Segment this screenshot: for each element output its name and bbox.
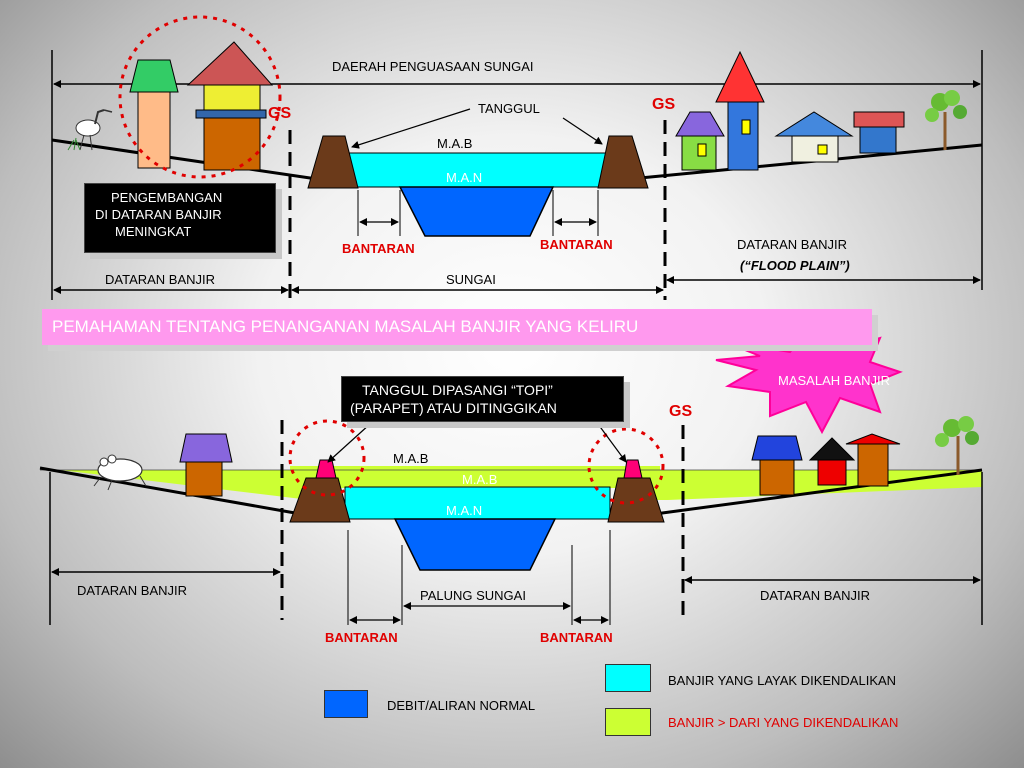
bottom-flood-over-mid — [290, 466, 660, 488]
tree-icon — [935, 416, 979, 475]
label-bantaran-bottom-right: BANTARAN — [540, 630, 613, 645]
label-bantaran-top-right: BANTARAN — [540, 237, 613, 252]
pengembangan-line2: DI DATARAN BANJIR — [95, 206, 222, 222]
masalah-banjir-starburst — [715, 323, 903, 435]
house-bottom-blue — [751, 435, 803, 496]
house-red-block — [853, 111, 905, 154]
label-masalah-banjir: MASALAH BANJIR — [778, 373, 890, 388]
top-levee-left — [307, 135, 359, 189]
parapet-right — [623, 459, 643, 479]
house-bottom-black — [808, 437, 856, 486]
top-water-normal — [398, 186, 555, 237]
pengembangan-box: PENGEMBANGAN DI DATARAN BANJIR MENINGKAT — [84, 183, 276, 253]
house-green-roof — [129, 59, 179, 169]
label-bantaran-top-left: BANTARAN — [342, 241, 415, 256]
house-tower — [715, 50, 765, 171]
tanggul-pointer-left — [351, 108, 471, 149]
label-man-bottom: M.A.N — [446, 503, 483, 518]
house-bottom-red — [845, 433, 901, 487]
label-gs-right: GS — [652, 96, 676, 113]
label-dataran-banjir-top-left: DATARAN BANJIR — [105, 272, 216, 287]
label-man-top: M.A.N — [446, 170, 483, 185]
label-gs-left: GS — [268, 105, 292, 122]
label-dataran-banjir-bottom-left: DATARAN BANJIR — [77, 583, 188, 598]
parapet-highlight-left — [288, 419, 366, 497]
house-bottom-left — [179, 433, 233, 497]
legend-swatch-lime — [605, 708, 651, 736]
pengembangan-line1: PENGEMBANGAN — [111, 190, 223, 205]
legend-swatch-cyan — [605, 664, 651, 692]
legend-label-lime: BANJIR > DARI YANG DIKENDALIKAN — [668, 715, 899, 730]
label-bantaran-bottom-left: BANTARAN — [325, 630, 398, 645]
heron-icon — [67, 109, 113, 151]
label-gs-bottom: GS — [669, 403, 693, 420]
label-dataran-banjir-right-1: DATARAN BANJIR — [737, 237, 848, 252]
house-blue-roof — [774, 111, 854, 163]
label-mab-top: M.A.B — [437, 136, 473, 151]
tanggul-pointer-right — [562, 117, 603, 145]
label-daerah-penguasaan-sungai: DAERAH PENGUASAAN SUNGAI — [332, 59, 534, 74]
label-flood-plain: (“FLOOD PLAIN”) — [740, 258, 850, 273]
house-purple-roof — [675, 111, 725, 171]
callout-pointer-right — [597, 423, 627, 463]
callout-line1: TANGGUL DIPASANGI “TOPI” — [362, 382, 553, 398]
label-palung-sungai: PALUNG SUNGAI — [420, 588, 526, 603]
label-mab-bottom-outer: M.A.B — [393, 451, 429, 466]
callout-line2: (PARAPET) ATAU DITINGGIKAN — [350, 400, 557, 417]
label-dataran-banjir-bottom-right: DATARAN BANJIR — [760, 588, 871, 603]
parapet-highlight-right — [587, 427, 665, 505]
bottom-water-normal — [393, 518, 557, 571]
callout-box: TANGGUL DIPASANGI “TOPI” (PARAPET) ATAU … — [341, 376, 624, 422]
tree-icon — [925, 90, 967, 150]
label-tanggul: TANGGUL — [478, 101, 540, 116]
house-red-roof — [186, 41, 274, 171]
label-sungai: SUNGAI — [446, 272, 496, 287]
legend-label-cyan: BANJIR YANG LAYAK DIKENDALIKAN — [668, 673, 897, 688]
top-water-high — [344, 152, 608, 188]
pengembangan-line3: MENINGKAT — [115, 223, 192, 239]
callout-pointer-left — [327, 423, 371, 463]
top-left-highlight-circle — [118, 15, 282, 179]
bottom-water-high — [344, 486, 611, 520]
banner-keliru: PEMAHAMAN TENTANG PENANGANAN MASALAH BAN… — [42, 309, 872, 345]
parapet-left — [315, 459, 337, 479]
legend-swatch-blue — [324, 690, 368, 718]
top-levee-right — [597, 135, 649, 189]
label-mab-bottom-inner: M.A.B — [462, 472, 498, 487]
frog-icon — [93, 454, 147, 491]
bottom-levee-right — [607, 477, 665, 523]
legend-label-blue: DEBIT/ALIRAN NORMAL — [387, 698, 536, 713]
